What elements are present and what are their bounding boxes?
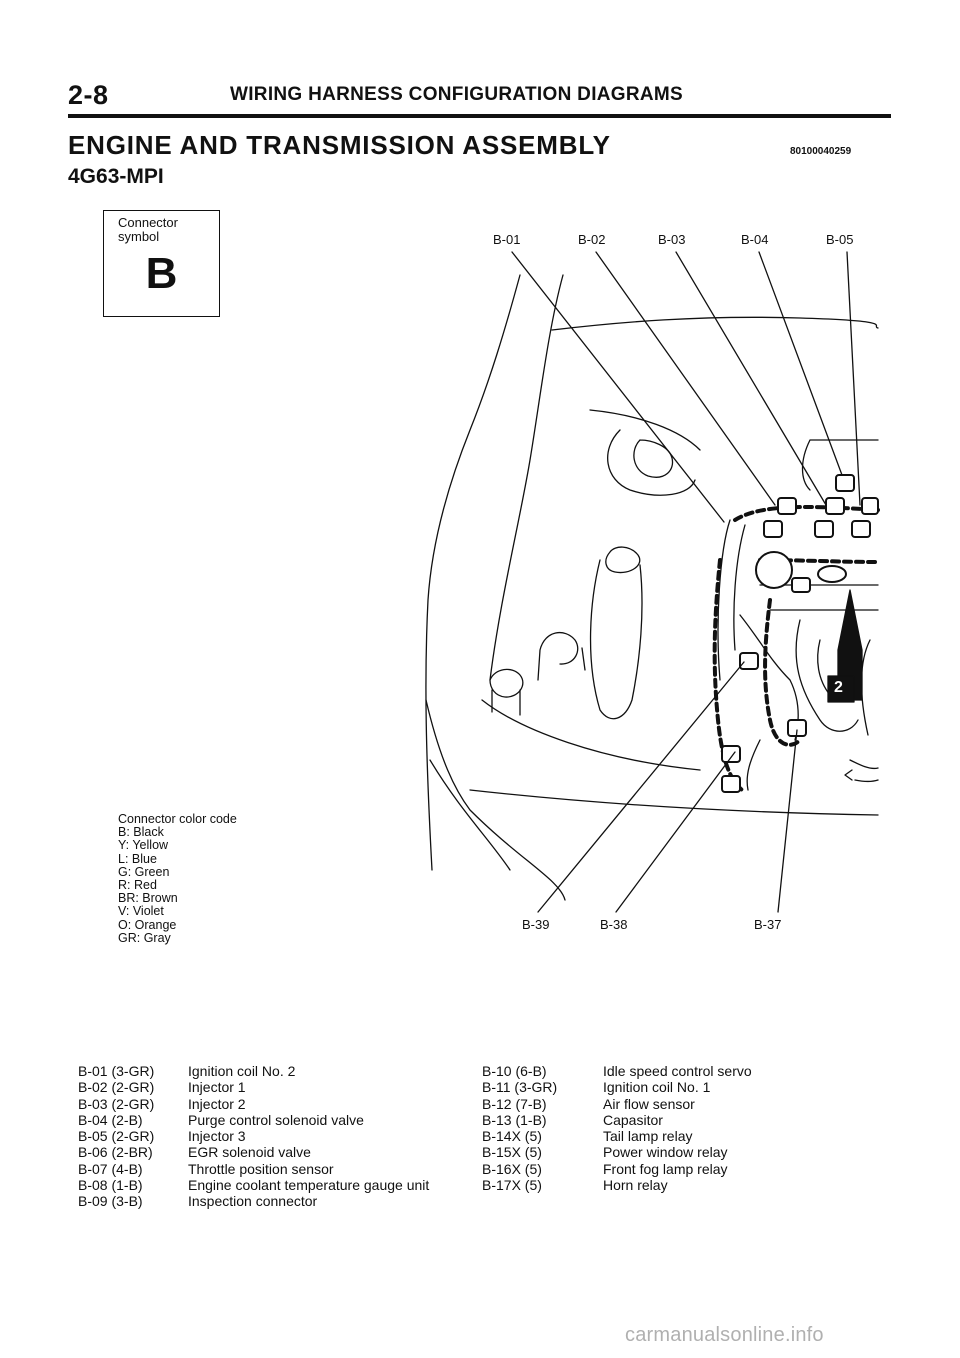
header-title: WIRING HARNESS CONFIGURATION DIAGRAMS — [230, 84, 684, 105]
part-name: Capasitor — [603, 1111, 663, 1128]
part-row: B-01 (3-GR) Ignition coil No. 2 — [78, 1063, 429, 1079]
part-row: B-03 (2-GR) Injector 2 — [78, 1096, 429, 1112]
part-name: Injector 1 — [188, 1079, 246, 1096]
connector-label-b03: B-03 — [658, 232, 686, 247]
connector-label-b39: B-39 — [522, 917, 550, 932]
part-row: B-13 (1-B) Capasitor — [482, 1112, 752, 1128]
connector-symbol-box: Connector symbol B — [103, 210, 220, 317]
connector-symbol-label: Connector symbol — [118, 215, 178, 244]
part-row: B-02 (2-GR) Injector 1 — [78, 1079, 429, 1095]
color-entry: G: Green — [118, 864, 170, 879]
part-row: B-04 (2-B) Purge control solenoid valve — [78, 1112, 429, 1128]
part-name: Injector 3 — [188, 1128, 246, 1145]
parts-list-left: B-01 (3-GR) Ignition coil No. 2 B-02 (2-G… — [78, 1063, 429, 1210]
part-code: B-01 (3-GR) — [78, 1063, 155, 1079]
part-name: Horn relay — [603, 1177, 668, 1194]
color-entry: L: Blue — [118, 851, 157, 866]
part-code: B-17X (5) — [482, 1177, 542, 1194]
color-entry: V: Violet — [118, 904, 164, 919]
part-name: Engine coolant temperature gauge unit — [188, 1177, 430, 1194]
part-code: B-08 (1-B) — [78, 1177, 143, 1194]
part-name: Air flow sensor — [603, 1095, 695, 1112]
document-number: 80100040259 — [790, 146, 852, 157]
part-name: Idle speed control servo — [603, 1063, 752, 1079]
color-legend-title: Connector color code — [118, 812, 237, 826]
connector-color-legend: Connector color code B: Black Y: Yellow … — [118, 812, 237, 945]
part-code: B-09 (3-B) — [78, 1193, 143, 1210]
part-row: B-11 (3-GR) Ignition coil No. 1 — [482, 1079, 752, 1095]
part-code: B-04 (2-B) — [78, 1111, 143, 1128]
part-code: B-15X (5) — [482, 1144, 542, 1161]
part-row: B-16X (5) Front fog lamp relay — [482, 1161, 752, 1177]
color-entry: BR: Brown — [118, 891, 178, 906]
part-row: B-08 (1-B) Engine coolant temperature gau… — [78, 1177, 429, 1193]
connector-label-b05: B-05 — [826, 232, 854, 247]
part-row: B-15X (5) Power window relay — [482, 1144, 752, 1160]
connector-label-b01: B-01 — [493, 232, 521, 247]
connector-glyphs — [721, 474, 879, 793]
part-row: B-05 (2-GR) Injector 3 — [78, 1128, 429, 1144]
part-name: EGR solenoid valve — [188, 1144, 311, 1161]
connector-symbol-letter: B — [145, 249, 178, 298]
part-code: B-07 (4-B) — [78, 1160, 143, 1177]
part-code: B-11 (3-GR) — [482, 1079, 558, 1096]
part-code: B-03 (2-GR) — [78, 1095, 155, 1112]
part-row: B-06 (2-BR) EGR solenoid valve — [78, 1144, 429, 1160]
part-row: B-09 (3-B) Inspection connector — [78, 1193, 429, 1209]
color-entry: GR: Gray — [118, 930, 171, 945]
part-code: B-10 (6-B) — [482, 1063, 547, 1079]
callout-arrow — [827, 589, 863, 703]
part-name: Throttle position sensor — [188, 1160, 334, 1177]
connector-label-b04: B-04 — [741, 232, 769, 247]
callout-number: 2 — [834, 679, 843, 696]
engine-model: 4G63-MPI — [68, 165, 164, 188]
part-name: Purge control solenoid valve — [188, 1111, 364, 1128]
page-number: 2-8 — [68, 80, 109, 110]
color-entry: B: Black — [118, 825, 164, 840]
part-name: Tail lamp relay — [603, 1128, 693, 1145]
header-rule — [68, 114, 891, 118]
part-name: Ignition coil No. 2 — [188, 1063, 296, 1079]
part-row: B-07 (4-B) Throttle position sensor — [78, 1161, 429, 1177]
part-code: B-06 (2-BR) — [78, 1144, 153, 1161]
part-row: B-10 (6-B) Idle speed control servo — [482, 1063, 752, 1079]
parts-list-right: B-10 (6-B) Idle speed control servo B-11 … — [482, 1063, 752, 1193]
part-name: Injector 2 — [188, 1095, 246, 1112]
watermark-text: carmanualsonline.info — [625, 1324, 824, 1346]
part-row: B-17X (5) Horn relay — [482, 1177, 752, 1193]
part-code: B-12 (7-B) — [482, 1095, 547, 1112]
part-row: B-12 (7-B) Air flow sensor — [482, 1096, 752, 1112]
part-name: Ignition coil No. 1 — [603, 1079, 711, 1096]
connector-label-b38: B-38 — [600, 917, 628, 932]
section-title: ENGINE AND TRANSMISSION ASSEMBLY — [68, 130, 611, 160]
part-code: B-02 (2-GR) — [78, 1079, 155, 1096]
color-entry: O: Orange — [118, 917, 177, 932]
leader-lines — [511, 251, 861, 913]
engine-outline — [425, 274, 879, 901]
part-name: Inspection connector — [188, 1193, 318, 1210]
part-name: Power window relay — [603, 1144, 728, 1161]
part-code: B-16X (5) — [482, 1160, 542, 1177]
part-row: B-14X (5) Tail lamp relay — [482, 1128, 752, 1144]
part-name: Front fog lamp relay — [603, 1160, 728, 1177]
color-entry: R: Red — [118, 878, 157, 893]
part-code: B-14X (5) — [482, 1128, 542, 1145]
connector-label-b02: B-02 — [578, 232, 606, 247]
color-entry: Y: Yellow — [118, 838, 169, 853]
part-code: B-13 (1-B) — [482, 1111, 547, 1128]
connector-label-b37: B-37 — [754, 917, 782, 932]
part-code: B-05 (2-GR) — [78, 1128, 155, 1145]
